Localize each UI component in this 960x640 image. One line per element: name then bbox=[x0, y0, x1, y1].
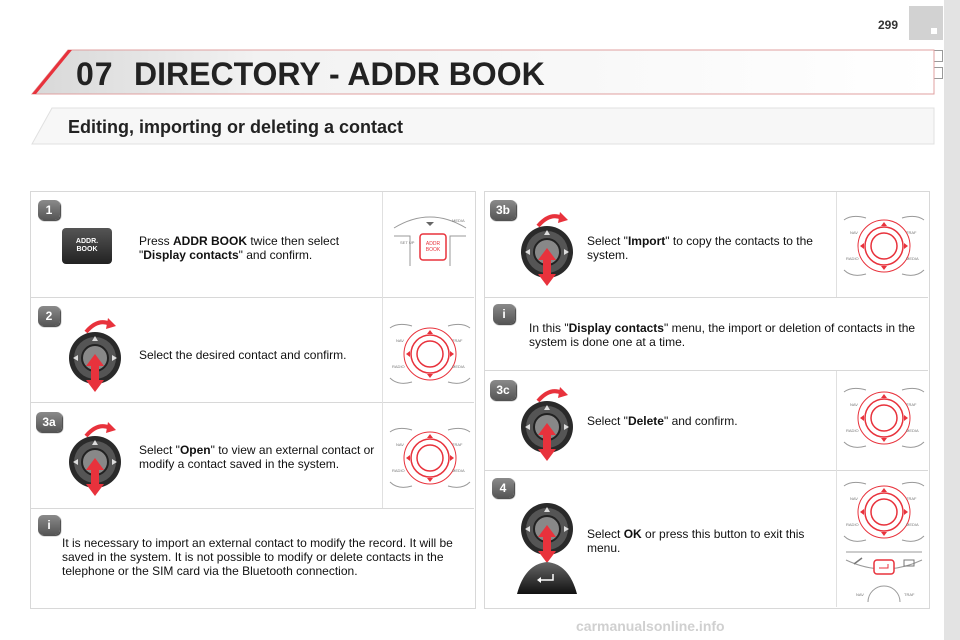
back-button-icon bbox=[517, 562, 577, 594]
svg-text:MEDIA: MEDIA bbox=[452, 364, 465, 369]
step-2-text: Select the desired contact and confirm. bbox=[139, 348, 347, 362]
svg-text:TRAF: TRAF bbox=[452, 442, 463, 447]
svg-text:MEDIA: MEDIA bbox=[906, 428, 919, 433]
footer-watermark: carmanualsonline.info bbox=[576, 618, 725, 634]
step-4-text: Select OK or press this button to exit t… bbox=[587, 527, 805, 555]
svg-text:MEDIA: MEDIA bbox=[906, 256, 919, 261]
chapter-number: 07 bbox=[76, 56, 114, 92]
step-4-badge: 4 bbox=[492, 478, 514, 498]
svg-text:MEDIA: MEDIA bbox=[906, 522, 919, 527]
step-4-back-panel-illustration: NAV TRAF bbox=[845, 551, 923, 602]
control-panel-addr-book-illustration: ADDR BOOK SET UP MEDIA bbox=[393, 216, 467, 266]
step-3a-badge: 3a bbox=[36, 412, 62, 432]
step-3b-badge: 3b bbox=[490, 200, 516, 220]
chapter-banner bbox=[30, 49, 935, 95]
svg-text:MEDIA: MEDIA bbox=[452, 218, 465, 223]
info-1-text: It is necessary to import an external co… bbox=[62, 536, 453, 578]
section-banner bbox=[31, 107, 935, 145]
step-3a-control-panel-illustration: NAV TRAF RADIO MEDIA bbox=[388, 424, 472, 497]
step-2-control-panel-illustration: NAV TRAF RADIO MEDIA bbox=[388, 320, 472, 393]
page-number: 299 bbox=[878, 18, 899, 32]
svg-text:RADIO: RADIO bbox=[846, 522, 859, 527]
svg-text:ADDR: ADDR bbox=[426, 241, 441, 247]
svg-text:TRAF: TRAF bbox=[452, 338, 463, 343]
svg-text:TRAF: TRAF bbox=[906, 230, 917, 235]
corner-tab bbox=[909, 6, 943, 40]
section-title: Editing, importing or deleting a contact bbox=[68, 117, 404, 137]
step-3a-knob-icon bbox=[68, 420, 122, 501]
step-4-knob-icon bbox=[520, 487, 574, 568]
info-2-icon: i bbox=[493, 304, 515, 324]
step-3a-text: Select "Open" to view an external contac… bbox=[139, 443, 375, 471]
step-2-knob-icon bbox=[68, 316, 122, 397]
svg-text:TRAF: TRAF bbox=[906, 402, 917, 407]
svg-text:NAV: NAV bbox=[856, 592, 864, 597]
svg-text:TRAF: TRAF bbox=[906, 496, 917, 501]
addr-book-button-icon: ADDR.BOOK bbox=[62, 228, 112, 264]
step-3b-text: Select "Import" to copy the contacts to … bbox=[587, 234, 813, 262]
step-3b-knob-icon bbox=[520, 210, 574, 291]
svg-text:NAV: NAV bbox=[850, 496, 858, 501]
step-3c-control-panel-illustration: NAV TRAF RADIO MEDIA bbox=[842, 384, 926, 457]
svg-text:NAV: NAV bbox=[396, 442, 404, 447]
svg-text:RADIO: RADIO bbox=[846, 428, 859, 433]
step-3c-text: Select "Delete" and confirm. bbox=[587, 414, 738, 428]
svg-text:RADIO: RADIO bbox=[392, 468, 405, 473]
step-4-control-panel-illustration: NAV TRAF RADIO MEDIA bbox=[842, 478, 926, 551]
step-3c-badge: 3c bbox=[490, 380, 516, 400]
svg-text:TRAF: TRAF bbox=[904, 592, 915, 597]
step-3c-knob-icon bbox=[520, 385, 574, 466]
step-1-badge: 1 bbox=[38, 200, 60, 220]
svg-text:NAV: NAV bbox=[850, 230, 858, 235]
chapter-title: DIRECTORY - ADDR BOOK bbox=[134, 56, 545, 92]
svg-text:SET UP: SET UP bbox=[400, 240, 415, 245]
step-1-text: Press ADDR BOOK twice then select "Displ… bbox=[139, 234, 340, 262]
step-3b-control-panel-illustration: NAV TRAF RADIO MEDIA bbox=[842, 212, 926, 285]
info-1-icon: i bbox=[38, 515, 60, 535]
svg-text:RADIO: RADIO bbox=[846, 256, 859, 261]
info-2-text: In this "Display contacts" menu, the imp… bbox=[529, 321, 916, 349]
svg-text:MEDIA: MEDIA bbox=[452, 468, 465, 473]
svg-text:NAV: NAV bbox=[396, 338, 404, 343]
page-edge-strip bbox=[944, 0, 960, 640]
step-2-badge: 2 bbox=[38, 306, 60, 326]
svg-text:NAV: NAV bbox=[850, 402, 858, 407]
svg-text:BOOK: BOOK bbox=[426, 247, 441, 253]
svg-text:RADIO: RADIO bbox=[392, 364, 405, 369]
